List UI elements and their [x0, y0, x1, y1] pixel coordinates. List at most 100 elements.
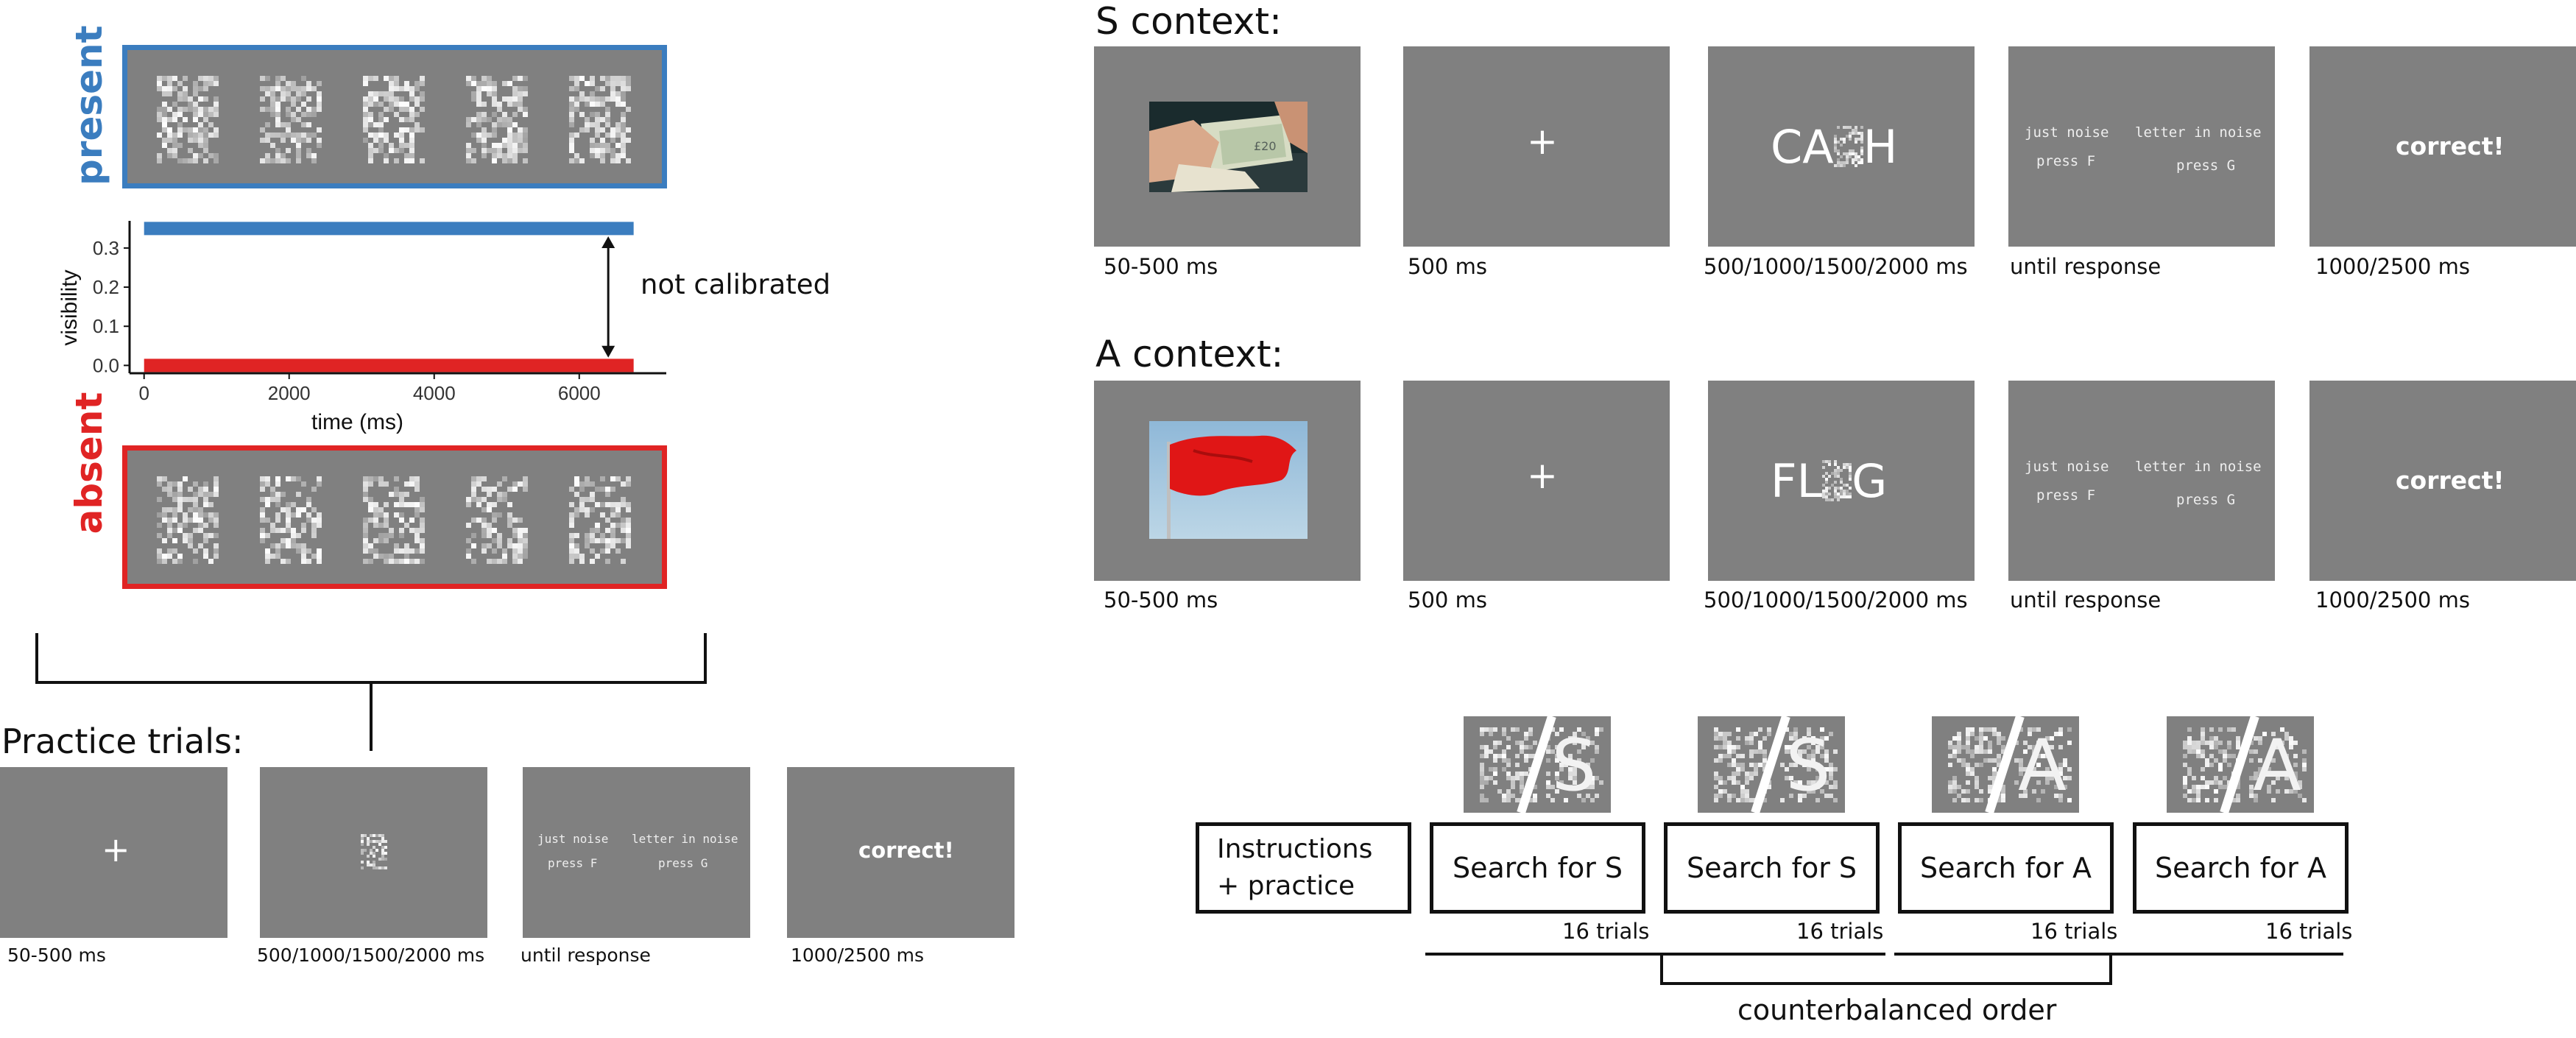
target-letter: S	[1786, 724, 1831, 807]
present-noise-strip	[122, 45, 667, 188]
noise-vs-letter-icon: S	[1714, 716, 1838, 813]
a-fixation-screen: +	[1403, 381, 1670, 581]
practice-duration-2: 500/1000/1500/2000 ms	[257, 945, 485, 966]
absent-noise-strip	[122, 445, 667, 589]
search-target-thumbnail: S	[1698, 716, 1845, 813]
s-duration-3: 500/1000/1500/2000 ms	[1704, 254, 1968, 279]
just-noise-label: just noise	[537, 832, 609, 846]
s-duration-1: 50-500 ms	[1104, 254, 1218, 279]
slash-divider	[1517, 716, 1556, 813]
a-image-screen	[1094, 381, 1361, 581]
a-duration-1: 50-500 ms	[1104, 587, 1218, 612]
a-context-title: A context:	[1095, 333, 1284, 375]
noise-patch	[1822, 459, 1852, 501]
s-duration-2: 500 ms	[1408, 254, 1487, 279]
a-feedback-screen: correct!	[2309, 381, 2576, 581]
left-bracket	[35, 633, 707, 751]
word-suffix: G	[1852, 454, 1888, 508]
practice-title: Practice trials:	[1, 721, 244, 761]
practice-duration-4: 1000/2500 ms	[791, 945, 924, 966]
present-label: present	[68, 25, 110, 186]
correct-feedback: correct!	[858, 838, 954, 863]
money-photo: £20	[1149, 102, 1308, 192]
practice-response-screen: just noise press F letter in noise press…	[523, 767, 750, 938]
counterbalanced-label: counterbalanced order	[1737, 994, 2057, 1026]
press-f-label: press F	[2036, 487, 2096, 504]
y-tick-label: 0.0	[93, 354, 119, 376]
search-block: Search for S	[1430, 822, 1645, 914]
correct-feedback: correct!	[2396, 466, 2505, 495]
y-axis-label: visibility	[57, 269, 82, 345]
absent-noise-patches	[157, 476, 631, 564]
slash-divider	[2220, 716, 2259, 813]
x-axis-label: time (ms)	[311, 410, 403, 434]
slash-divider	[1985, 716, 2025, 813]
noise-vs-letter-icon: A	[2183, 716, 2307, 813]
just-noise-label: just noise	[2025, 459, 2109, 475]
fixation-cross: +	[1527, 120, 1558, 163]
a-word: FL G	[1771, 454, 1887, 508]
a-word-screen: FL G	[1708, 381, 1975, 581]
slash-divider	[1751, 716, 1790, 813]
svg-text:£20: £20	[1254, 139, 1277, 153]
search-target-thumbnail: S	[1464, 716, 1611, 813]
search-block-label: Search for A	[1920, 852, 2092, 884]
press-f-label: press F	[548, 856, 598, 870]
practice-stimulus-screen	[260, 767, 487, 938]
arrow-head-down	[601, 345, 615, 358]
search-target-thumbnail: A	[1932, 716, 2079, 813]
y-tick-label: 0.2	[93, 276, 119, 298]
block-trial-count: 16 trials	[2030, 919, 2118, 944]
block-trial-count: 16 trials	[1796, 919, 1884, 944]
present-noise-patches	[157, 76, 631, 163]
noise-patch	[1833, 125, 1863, 167]
y-tick-label: 0.1	[93, 315, 119, 337]
search-block-label: Search for A	[2155, 852, 2326, 884]
s-response-screen: just noise press F letter in noise press…	[2008, 46, 2275, 247]
not-calibrated-annotation: not calibrated	[641, 269, 831, 300]
a-duration-2: 500 ms	[1408, 587, 1487, 612]
s-fixation-screen: +	[1403, 46, 1670, 247]
s-word-screen: CA H	[1708, 46, 1975, 247]
noise-vs-letter-icon: A	[1948, 716, 2072, 813]
counterbalance-lines	[1425, 953, 2343, 985]
word-prefix: FL	[1771, 454, 1823, 508]
letter-in-noise-label: letter in noise	[632, 832, 738, 846]
flag-photo	[1149, 421, 1308, 539]
search-block-label: Search for S	[1452, 852, 1623, 884]
x-tick-label: 4000	[413, 382, 456, 404]
s-duration-4: until response	[2010, 254, 2162, 279]
absent-label: absent	[68, 392, 110, 534]
s-image-screen: £20	[1094, 46, 1361, 247]
target-letter: A	[2253, 724, 2301, 807]
target-letter: S	[1552, 724, 1597, 807]
letter-in-noise-label: letter in noise	[2135, 459, 2262, 475]
noise-patch	[361, 834, 387, 869]
instructions-label: Instructions + practice	[1217, 834, 1373, 901]
search-block: Search for A	[2133, 822, 2349, 914]
search-block: Search for S	[1664, 822, 1880, 914]
letter-in-noise-label: letter in noise	[2135, 124, 2262, 141]
a-duration-5: 1000/2500 ms	[2315, 587, 2470, 612]
correct-feedback: correct!	[2396, 132, 2505, 160]
word-prefix: CA	[1771, 120, 1834, 174]
practice-duration-1: 50-500 ms	[7, 945, 106, 966]
fixation-cross: +	[1527, 454, 1558, 497]
noise-vs-letter-icon: S	[1480, 716, 1603, 813]
practice-fixation-screen: +	[0, 767, 227, 938]
press-f-label: press F	[2036, 153, 2096, 169]
a-duration-3: 500/1000/1500/2000 ms	[1704, 587, 1968, 612]
search-target-thumbnail: A	[2167, 716, 2314, 813]
practice-duration-3: until response	[521, 945, 651, 966]
target-letter: A	[2018, 724, 2067, 807]
s-word: CA H	[1771, 120, 1897, 174]
arrow-head-up	[601, 236, 615, 248]
search-block-label: Search for S	[1686, 852, 1857, 884]
x-tick-label: 0	[138, 382, 149, 404]
a-duration-4: until response	[2010, 587, 2162, 612]
a-response-screen: just noise press F letter in noise press…	[2008, 381, 2275, 581]
fixation-cross: +	[102, 830, 130, 869]
word-suffix: H	[1863, 120, 1898, 174]
s-feedback-screen: correct!	[2309, 46, 2576, 247]
instructions-block: Instructions + practice	[1196, 822, 1411, 914]
